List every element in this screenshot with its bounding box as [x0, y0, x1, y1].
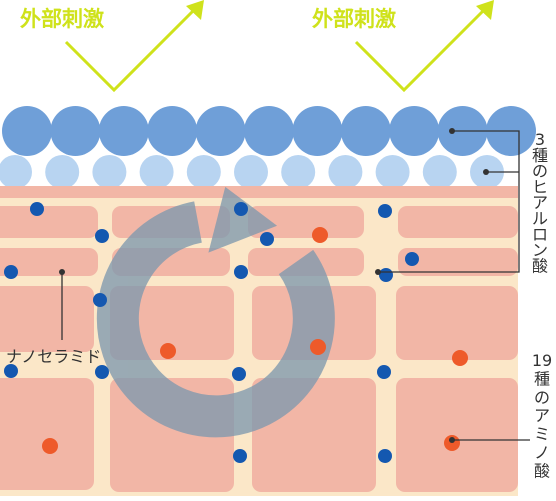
amino-dot: [160, 343, 176, 359]
vertical-label-char: ア: [534, 406, 550, 425]
amino-callout-point: [449, 437, 455, 443]
outer-sphere-layer: [2, 106, 536, 156]
vertical-label-char: 酸: [532, 256, 548, 275]
outer-sphere: [389, 106, 440, 156]
cycle-arrow-head: [208, 186, 278, 253]
outer-sphere: [2, 106, 52, 156]
inner-sphere: [92, 155, 127, 189]
vertical-label-char: ア: [532, 193, 548, 212]
outer-sphere: [340, 106, 391, 156]
vertical-label-char: 酸: [534, 461, 550, 480]
stimulus-right-group: 外部刺激: [312, 0, 494, 93]
stimulus-label-left: 外部刺激: [20, 7, 104, 31]
cell: [0, 286, 94, 352]
vertical-label-char: 種: [534, 369, 550, 388]
inner-sphere: [375, 155, 410, 189]
inner-sphere: [234, 155, 268, 189]
stimulus-arrowhead-left-icon: [186, 0, 204, 20]
amino-dot: [310, 339, 326, 355]
outer-sphere: [292, 106, 343, 156]
ceramide-dot: [377, 365, 391, 379]
outer-sphere: [195, 106, 246, 156]
stimulus-label-right: 外部刺激: [312, 7, 396, 31]
amino-acid-dots: [42, 227, 468, 454]
amino-callout: [449, 437, 530, 443]
vertical-label-char: 種: [532, 146, 548, 165]
vertical-label-char: ミ: [534, 425, 550, 444]
outer-sphere: [50, 106, 101, 156]
stimulus-arrow-right-icon: [354, 2, 492, 93]
callout-point-inner: [483, 169, 489, 175]
stimulus-arrow-left-icon: [64, 2, 202, 93]
cell: [0, 378, 94, 490]
ceramide-dot: [379, 268, 393, 282]
ceramide-dot: [260, 232, 274, 246]
callout-point-outer: [449, 128, 455, 134]
hyaluronic-callout-points: [375, 128, 489, 275]
ceramide-label: ナノセラミド: [6, 347, 101, 366]
vertical-label-char: 19: [532, 351, 552, 370]
ceramide-callout: ナノセラミド: [6, 269, 101, 366]
ceramide-dot: [93, 293, 107, 307]
cell: [0, 248, 98, 276]
cell: [0, 206, 98, 238]
outer-sphere: [147, 106, 198, 156]
vertical-label-char: ン: [532, 241, 548, 260]
outer-sphere: [98, 106, 149, 156]
cell: [396, 286, 518, 360]
stimulus-left-group: 外部刺激: [20, 0, 204, 93]
top-cell-strip: [0, 186, 518, 198]
cell: [248, 206, 364, 238]
amino-dot: [312, 227, 328, 243]
vertical-label-char: 3: [535, 130, 545, 149]
vertical-label-char: ヒ: [532, 177, 548, 196]
ceramide-dot: [4, 364, 18, 378]
cycle-arrow-icon: [96, 186, 335, 438]
ceramide-dot: [405, 252, 419, 266]
outer-sphere: [244, 106, 294, 156]
inner-sphere: [45, 155, 80, 189]
ceramide-dot: [234, 265, 248, 279]
vertical-label-char: の: [532, 162, 548, 181]
inner-sphere: [422, 155, 457, 189]
ceramide-dots: [4, 202, 419, 463]
ceramide-dot: [232, 367, 246, 381]
ceramide-dot: [95, 365, 109, 379]
cell: [396, 378, 518, 492]
ceramide-dot: [30, 202, 44, 216]
inner-sphere: [186, 155, 221, 189]
cell: [398, 248, 518, 276]
vertical-label-char: ノ: [534, 443, 550, 462]
inner-sphere: [328, 155, 363, 189]
ceramide-dot: [234, 202, 248, 216]
ceramide-dot: [233, 449, 247, 463]
vertical-label-char: ロ: [532, 225, 548, 244]
ceramide-dot: [95, 229, 109, 243]
cycle-arrow-arc: [96, 201, 335, 438]
vertical-label-char: の: [534, 388, 550, 407]
amino-dot: [42, 438, 58, 454]
callout-point-matrix: [375, 269, 381, 275]
hyaluronic-callout-lines: [378, 130, 520, 273]
stimulus-arrowhead-right-icon: [476, 0, 494, 20]
hyaluronic-bracket-line: [378, 130, 520, 273]
amino-dot: [452, 350, 468, 366]
cell: [398, 206, 518, 238]
ceramide-dot: [4, 265, 18, 279]
vertical-label-char: ル: [532, 209, 548, 228]
inner-sphere: [0, 155, 32, 189]
inner-sphere: [139, 155, 174, 189]
inner-sphere-layer: [0, 155, 504, 189]
ceramide-callout-point: [59, 269, 65, 275]
ceramide-dot: [378, 449, 392, 463]
ceramide-dot: [378, 204, 392, 218]
inner-sphere: [281, 155, 316, 189]
